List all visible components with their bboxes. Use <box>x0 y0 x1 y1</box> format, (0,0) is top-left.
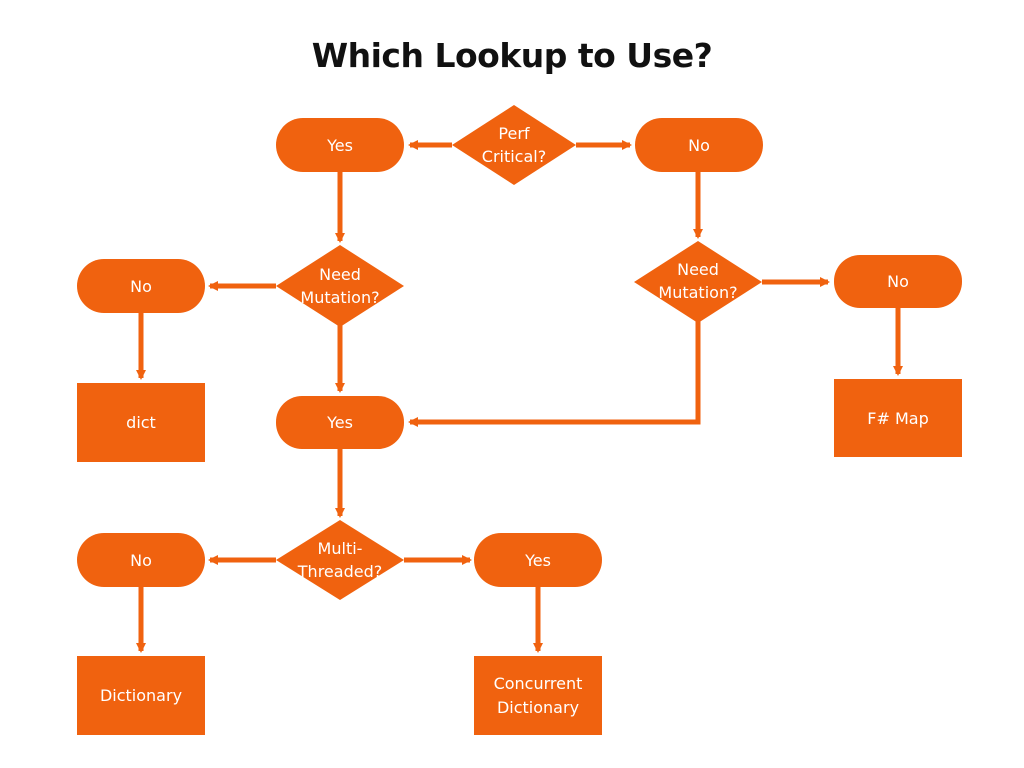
terminal-perf-yes-label: Yes <box>326 136 353 155</box>
terminal-perf-no-label: No <box>688 136 710 155</box>
terminal-mutation-no-right-label: No <box>887 272 909 291</box>
decision-need-mutation-left-line-2: Mutation? <box>300 288 379 307</box>
terminal-mutation-no-right: No <box>834 255 962 308</box>
rect-shape <box>474 656 602 735</box>
decision-need-mutation-right-line-2: Mutation? <box>658 283 737 302</box>
terminal-multi-no-label: No <box>130 551 152 570</box>
result-fsharp-map: F# Map <box>834 379 962 457</box>
page-title: Which Lookup to Use? <box>311 36 713 75</box>
diamond-shape <box>276 245 404 327</box>
rect-shape <box>834 379 962 457</box>
pill-shape <box>635 118 763 172</box>
diamond-shape <box>452 105 576 185</box>
decision-need-mutation-left-line-1: Need <box>319 265 361 284</box>
result-concurrent-dictionary-line-2: Dictionary <box>497 698 579 717</box>
pill-shape <box>834 255 962 308</box>
result-dict-label: dict <box>126 413 156 432</box>
connectors <box>136 140 903 653</box>
terminal-mutation-yes: Yes <box>276 396 404 449</box>
pill-shape <box>276 118 404 172</box>
pill-shape <box>77 533 205 587</box>
terminal-multi-yes: Yes <box>474 533 602 587</box>
result-concurrent-dictionary-line-1: Concurrent <box>494 674 583 693</box>
diamond-shape <box>634 241 762 323</box>
decision-need-mutation-left: Need Mutation? <box>276 245 404 327</box>
decision-need-mutation-right: Need Mutation? <box>634 241 762 323</box>
terminal-mutation-no-left: No <box>77 259 205 313</box>
decision-multi-threaded-line-1: Multi- <box>318 539 363 558</box>
result-dict: dict <box>77 383 205 462</box>
result-fsharp-map-label: F# Map <box>867 409 928 428</box>
pill-shape <box>276 396 404 449</box>
diamond-shape <box>276 520 404 600</box>
decision-perf-critical-line-2: Critical? <box>482 147 546 166</box>
result-dictionary: Dictionary <box>77 656 205 735</box>
nodes: Perf Critical? Yes No Need Mutation? <box>77 105 962 735</box>
decision-multi-threaded-line-2: Threaded? <box>297 562 382 581</box>
decision-need-mutation-right-line-1: Need <box>677 260 719 279</box>
pill-shape <box>474 533 602 587</box>
decision-perf-critical: Perf Critical? <box>452 105 576 185</box>
terminal-mutation-no-left-label: No <box>130 277 152 296</box>
result-concurrent-dictionary: Concurrent Dictionary <box>474 656 602 735</box>
rect-shape <box>77 656 205 735</box>
terminal-multi-no: No <box>77 533 205 587</box>
rect-shape <box>77 383 205 462</box>
arrow-mutation-right-to-yes <box>408 320 701 427</box>
decision-perf-critical-line-1: Perf <box>498 124 530 143</box>
terminal-perf-no: No <box>635 118 763 172</box>
terminal-mutation-yes-label: Yes <box>326 413 353 432</box>
terminal-perf-yes: Yes <box>276 118 404 172</box>
result-dictionary-label: Dictionary <box>100 686 182 705</box>
decision-multi-threaded: Multi- Threaded? <box>276 520 404 600</box>
terminal-multi-yes-label: Yes <box>524 551 551 570</box>
pill-shape <box>77 259 205 313</box>
